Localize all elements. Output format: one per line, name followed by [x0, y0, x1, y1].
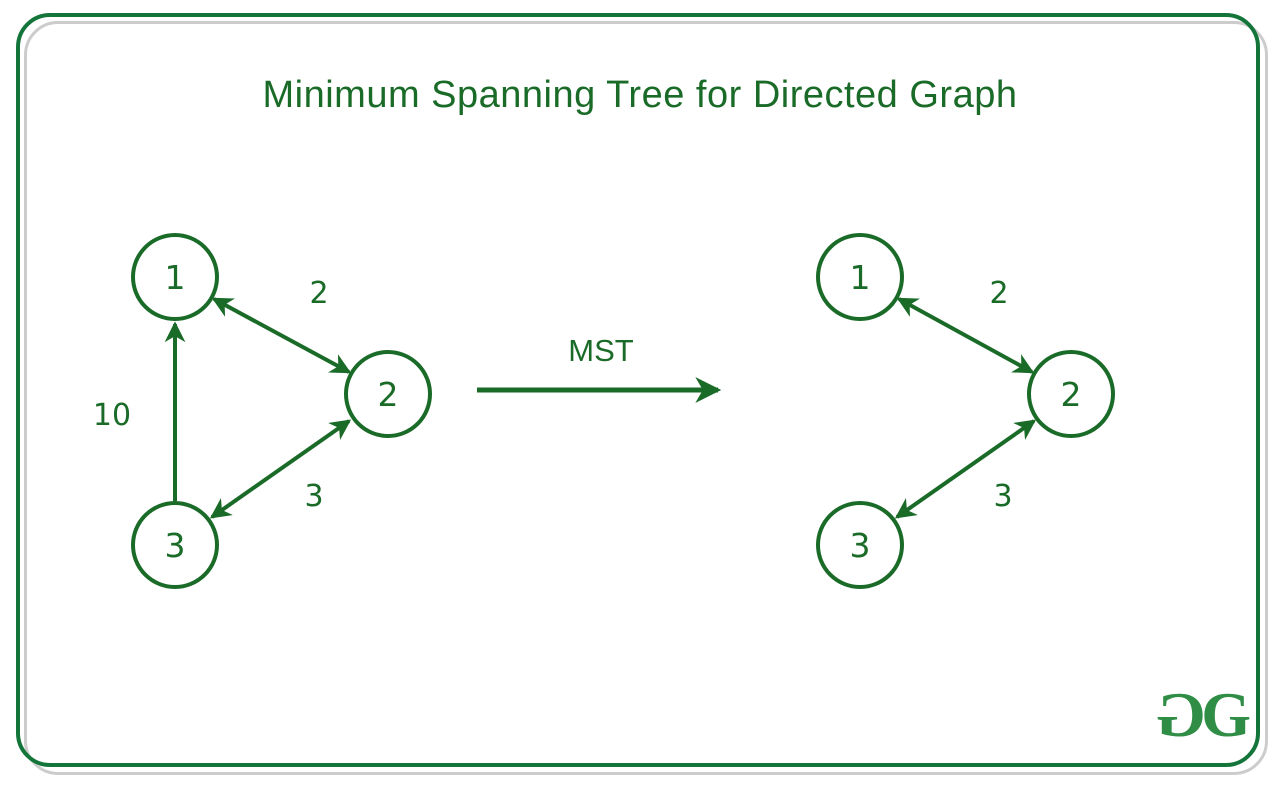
left-weight-1-2: 2	[309, 276, 328, 311]
right-node-2-circle	[1027, 350, 1115, 438]
left-weight-3-2: 3	[304, 479, 323, 514]
right-weight-3-2: 3	[993, 479, 1012, 514]
right-graph: 2 3 1 2 3	[816, 233, 1115, 589]
left-node-2-label: 2	[378, 375, 399, 414]
right-node-2-label: 2	[1061, 375, 1082, 414]
right-node-3-label: 3	[850, 526, 871, 565]
logo-g-glyph: G	[1201, 679, 1251, 750]
left-edge-1-2	[211, 297, 352, 374]
left-node-3-circle	[131, 501, 219, 589]
geeksforgeeks-logo: GG	[1160, 679, 1251, 750]
right-node-1-circle	[816, 233, 904, 321]
mst-transform: MST	[477, 333, 722, 403]
right-weight-1-2: 2	[989, 276, 1008, 311]
frame-green-border	[16, 13, 1260, 767]
right-node-1-label: 1	[850, 258, 871, 297]
left-graph: 2 10 3 1 2 3	[93, 233, 432, 589]
left-edge-3-2	[209, 419, 352, 519]
right-edge-3-2	[894, 419, 1037, 519]
left-node-3-label: 3	[165, 526, 186, 565]
left-node-1-circle	[131, 233, 219, 321]
page-title: Minimum Spanning Tree for Directed Graph	[262, 74, 1018, 116]
left-node-2-circle	[344, 350, 432, 438]
left-node-1-label: 1	[165, 258, 186, 297]
mst-arrow-label: MST	[568, 333, 634, 368]
frame-shadow-border	[24, 21, 1268, 775]
left-weight-3-1: 10	[93, 398, 131, 433]
right-edge-1-2	[896, 297, 1035, 374]
logo-reversed-g-glyph: G	[1160, 679, 1207, 750]
right-node-3-circle	[816, 501, 904, 589]
